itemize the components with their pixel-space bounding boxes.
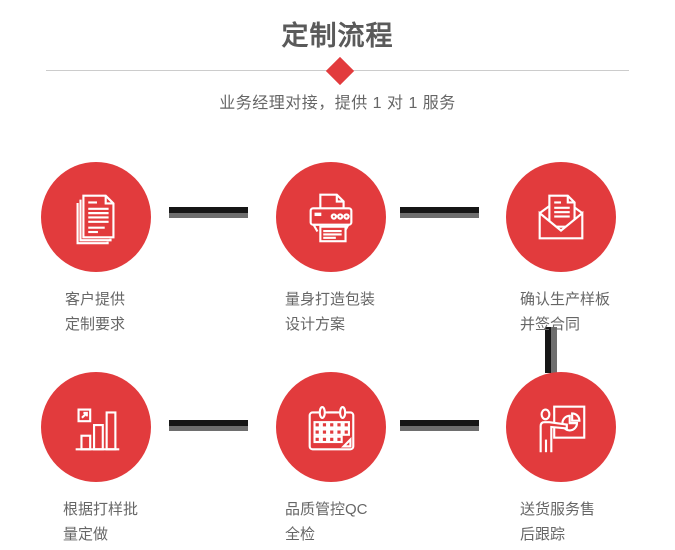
step-label-4: 根据打样批 量定做	[63, 497, 138, 547]
step-label-line: 根据打样批	[63, 501, 139, 518]
printer-icon	[309, 193, 353, 243]
step-label-line: 量定做	[63, 526, 109, 543]
bar-chart-icon	[75, 408, 120, 451]
step-label-line: 品质管控QC	[285, 501, 368, 518]
diamond-accent-icon	[325, 56, 355, 86]
step-circle-3	[506, 162, 616, 272]
step-label-line: 并签合同	[520, 316, 581, 333]
step-label-6: 送货服务售 后跟踪	[520, 497, 595, 547]
step-circle-5	[276, 372, 386, 482]
step-label-line: 定制要求	[65, 316, 126, 333]
documents-icon	[76, 194, 115, 245]
presentation-icon	[539, 405, 586, 453]
step-label-5: 品质管控QC 全检	[285, 497, 368, 547]
connector-step5-step6	[400, 420, 479, 431]
step-label-line: 后跟踪	[520, 526, 566, 543]
subtitle: 业务经理对接，提供 1 对 1 服务	[219, 95, 456, 112]
step-label-line: 确认生产样板	[520, 291, 611, 308]
step-circle-2	[276, 162, 386, 272]
page-title: 定制流程	[281, 21, 394, 51]
calendar-icon	[308, 405, 355, 451]
step-label-line: 设计方案	[285, 316, 346, 333]
step-circle-4	[41, 372, 151, 482]
connector-step3-step6	[545, 327, 557, 373]
connector-step4-step5	[169, 420, 248, 431]
step-label-2: 量身打造包装 设计方案	[285, 287, 375, 337]
connector-step2-step3	[400, 207, 479, 218]
connector-step1-step2	[169, 207, 248, 218]
step-label-line: 量身打造包装	[285, 291, 376, 308]
step-label-3: 确认生产样板 并签合同	[520, 287, 610, 337]
step-label-1: 客户提供 定制要求	[65, 287, 125, 337]
step-label-line: 送货服务售	[520, 501, 596, 518]
step-label-line: 客户提供	[65, 291, 126, 308]
step-circle-6	[506, 372, 616, 482]
step-circle-1	[41, 162, 151, 272]
envelope-icon	[538, 194, 584, 240]
step-label-line: 全检	[285, 526, 316, 543]
